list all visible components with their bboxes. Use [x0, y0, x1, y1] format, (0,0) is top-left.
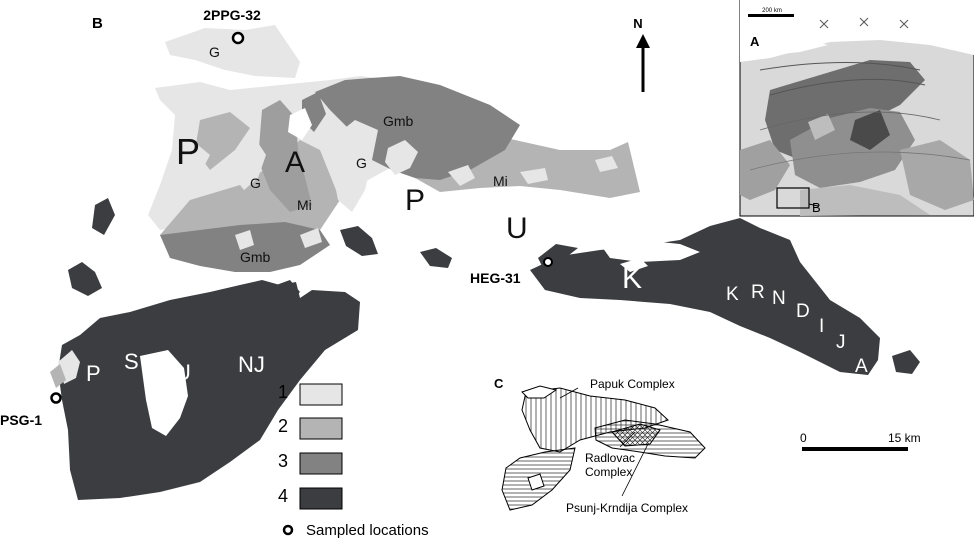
- region-name-krndija: K R N D I J A: [726, 282, 868, 377]
- unit-labels: G G G Gmb Gmb Mi Mi: [209, 44, 508, 265]
- inset-c: C Papuk Complex Radlovac Complex Psunj-K…: [494, 376, 706, 515]
- krndija-massif: [530, 218, 920, 375]
- legend-label: 2: [278, 416, 288, 436]
- region-letter: A: [855, 356, 868, 377]
- region-letter: K: [726, 284, 739, 305]
- inset-c-radlovac-label: Radlovac: [585, 451, 635, 465]
- region-name-psunj: P S U NJ: [86, 349, 265, 386]
- sample-2ppg-32: 2PPG-32: [203, 7, 261, 45]
- sample-heg-31: HEG-31: [470, 257, 553, 286]
- legend-item: 2: [278, 416, 343, 440]
- psunj-massif: [50, 280, 360, 500]
- region-letter: N: [772, 288, 786, 309]
- legend-sampled-label: Sampled locations: [306, 522, 429, 539]
- papuk-gabbro-unit: [160, 76, 520, 272]
- inset-a-location-box: [776, 187, 810, 209]
- unit-label-g: G: [250, 175, 261, 191]
- scale-zero: 0: [800, 431, 807, 445]
- region-letter: R: [751, 282, 765, 303]
- panel-b-label: B: [92, 15, 103, 32]
- region-letter: P: [405, 184, 425, 217]
- unit-label-g: G: [209, 44, 220, 60]
- isolated-outcrops: [68, 198, 452, 302]
- region-letter: K: [622, 262, 642, 295]
- unit-label-mi: Mi: [297, 197, 312, 213]
- legend-label: 1: [278, 382, 288, 402]
- north-label: N: [633, 16, 642, 31]
- sample-psg-1: PSG-1: [0, 392, 62, 428]
- panel-a-label: A: [750, 34, 760, 49]
- unit-label-g: G: [356, 155, 367, 171]
- region-letter: J: [836, 332, 846, 353]
- inset-a-scale-label: 200 km: [762, 8, 782, 14]
- legend-item: 4: [278, 486, 343, 510]
- region-letter: S: [124, 349, 139, 374]
- unit-label-gmb: Gmb: [383, 113, 414, 129]
- legend-label: 3: [278, 451, 288, 471]
- inset-c-radlovac-label-2: Complex: [585, 465, 632, 479]
- papuk-granite-lenses: [168, 108, 618, 250]
- region-letter: NJ: [238, 352, 265, 377]
- region-letter: I: [819, 316, 824, 337]
- legend-item: 1: [278, 382, 343, 406]
- unit-label-mi: Mi: [493, 173, 508, 189]
- inset-a-b-label: B: [812, 200, 821, 215]
- panel-c-label: C: [494, 376, 504, 391]
- region-letter: A: [285, 146, 305, 179]
- legend-label: 4: [278, 486, 288, 506]
- region-letter: U: [506, 212, 528, 245]
- unit-label-gmb: Gmb: [240, 249, 271, 265]
- inset-c-psunj-label: Psunj-Krndija Complex: [566, 501, 688, 515]
- scale-max: 15 km: [888, 431, 921, 445]
- sample-label: 2PPG-32: [203, 7, 261, 23]
- sample-label: HEG-31: [470, 270, 521, 286]
- region-letter: P: [86, 361, 101, 386]
- inset-a-regional-map: 200 km A B: [739, 0, 974, 217]
- legend-item: 3: [278, 451, 343, 475]
- sample-label: PSG-1: [0, 412, 42, 428]
- region-name-papuk: P A P U K: [176, 131, 642, 295]
- north-arrow: N: [633, 16, 650, 92]
- region-letter: P: [176, 131, 200, 172]
- inset-c-papuk-label: Papuk Complex: [590, 377, 675, 391]
- scale-bar: 0 15 km: [800, 431, 921, 451]
- region-letter: D: [796, 301, 810, 322]
- region-letter: U: [175, 360, 191, 385]
- legend-sampled: Sampled locations: [282, 522, 429, 539]
- legend: 1 2 3 4 Sampled locations: [278, 382, 429, 539]
